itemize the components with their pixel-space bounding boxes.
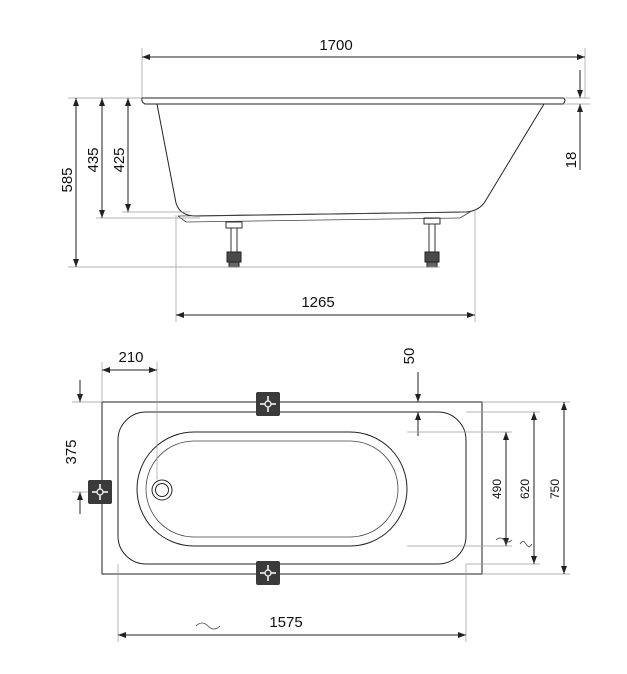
dim-overall-width: 750 — [548, 479, 562, 499]
dim-bottom-length: 1265 — [301, 294, 334, 311]
basin-inner — [145, 440, 399, 538]
top-view: 210 50 375 490 620 — [63, 348, 570, 642]
left-leg — [225, 221, 243, 268]
dim-mid-width: 620 — [518, 479, 532, 499]
dim-rim-thickness: 18 — [563, 152, 580, 169]
dim-rim-offset: 50 — [401, 348, 418, 365]
drain-icon — [151, 479, 173, 501]
dim-inner-width: 490 — [490, 479, 504, 499]
break-mark — [495, 537, 513, 543]
dim-overall-length: 1700 — [319, 37, 352, 54]
dim-drain-offset: 210 — [118, 349, 143, 366]
dim-drain-height: 375 — [63, 439, 80, 464]
tub-body — [156, 103, 545, 217]
support-foot-icon — [88, 480, 112, 504]
dim-height-outer: 435 — [85, 147, 102, 172]
support-foot-icon — [256, 561, 280, 585]
right-leg — [423, 217, 441, 268]
break-mark — [519, 541, 533, 547]
side-view: 1700 585 — [59, 37, 590, 322]
basin-outer — [136, 431, 408, 547]
dim-inner-length: 1575 — [269, 614, 302, 631]
dim-height-inner: 425 — [111, 147, 128, 172]
tub-outline — [101, 401, 483, 575]
break-mark — [195, 622, 221, 630]
tub-inner-rim — [117, 411, 467, 565]
tub-rim — [141, 97, 566, 105]
support-foot-icon — [256, 392, 280, 416]
dim-height-total: 585 — [59, 167, 76, 192]
